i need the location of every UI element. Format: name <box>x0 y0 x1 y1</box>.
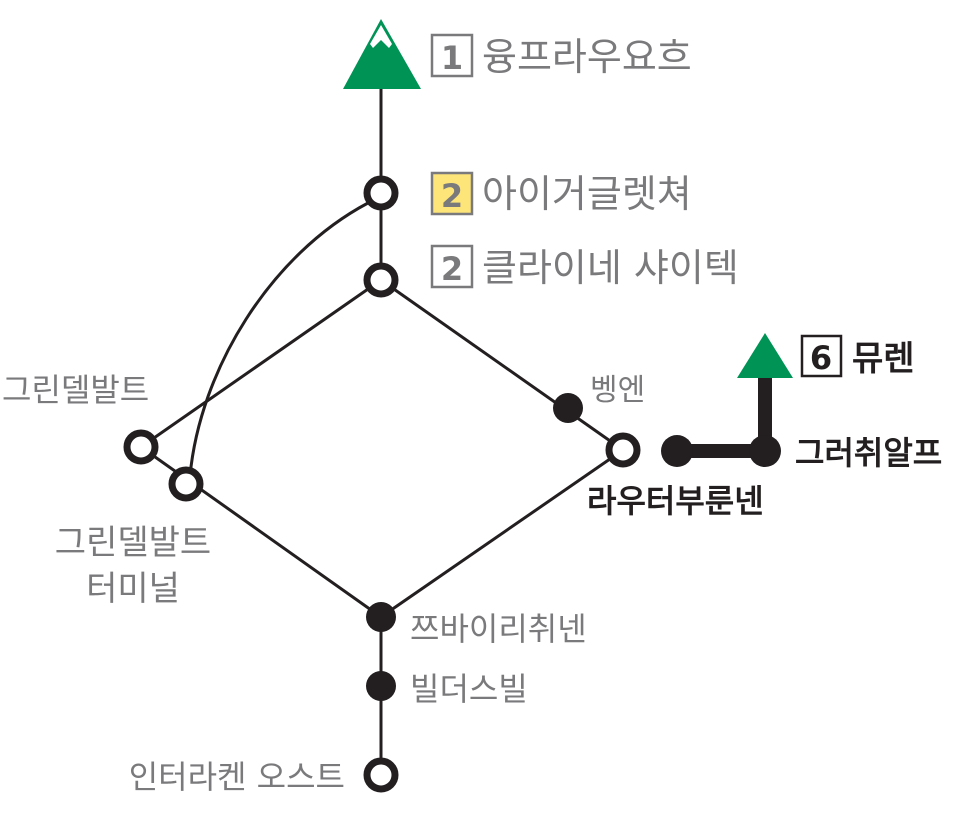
label-gruetschalp: 그러취알프 <box>795 434 942 472</box>
label-eigergletscher: 아이거글렛쳐 <box>482 172 692 216</box>
label-muerren: 뮤렌 <box>852 339 915 379</box>
line-eiger-express <box>188 201 369 477</box>
station-wilderswil[interactable] <box>366 671 396 701</box>
line-lauterbrunnen-zweiluetschinen <box>380 448 624 619</box>
label-grindelwald-terminal-line1: 그린델발트 <box>55 523 211 563</box>
label-lauterbrunnen: 라우터부룬넨 <box>587 482 764 520</box>
label-zweiluetschinen: 쯔바이리취넨 <box>410 610 587 648</box>
station-grindelwald[interactable] <box>123 429 159 465</box>
line-kleine-scheidegg-grindelwald <box>140 278 382 449</box>
zone-badge-number: 6 <box>810 339 832 377</box>
label-interlaken-ost: 인터라켄 오스트 <box>129 758 345 796</box>
station-eigergletscher[interactable] <box>363 175 399 211</box>
station-lauterbrunnen[interactable] <box>605 432 641 468</box>
label-grindelwald-terminal-line2: 터미널 <box>86 569 180 609</box>
station-grindelwald-terminal[interactable] <box>168 466 204 502</box>
zone-badge <box>430 244 474 289</box>
zone-badge-number: 2 <box>441 250 463 288</box>
label-jungfraujoch: 융프라우요흐 <box>482 35 692 79</box>
label-kleine-scheidegg: 클라이네 샤이텍 <box>482 246 739 290</box>
zone-badge <box>800 334 843 378</box>
mountain-muerren-icon <box>737 333 793 378</box>
zone-badge-number: 2 <box>441 177 463 215</box>
zone-badge-number: 1 <box>441 39 463 77</box>
station-gruetschalp[interactable] <box>749 435 781 467</box>
zone-badge-highlight <box>430 171 474 216</box>
zone-badge <box>430 33 474 78</box>
station-gruetschalp-start <box>661 435 693 467</box>
station-zweiluetschinen[interactable] <box>366 602 396 632</box>
mountain-jungfraujoch-icon <box>343 19 421 89</box>
line-kleine-scheidegg-lauterbrunnen <box>380 278 624 452</box>
station-wengen[interactable] <box>553 393 583 423</box>
label-wengen: 벵엔 <box>590 373 645 408</box>
label-wilderswil: 빌더스빌 <box>410 670 528 708</box>
label-grindelwald: 그린델발트 <box>2 371 149 409</box>
station-kleine-scheidegg[interactable] <box>363 262 399 298</box>
station-interlaken-ost[interactable] <box>363 757 399 793</box>
